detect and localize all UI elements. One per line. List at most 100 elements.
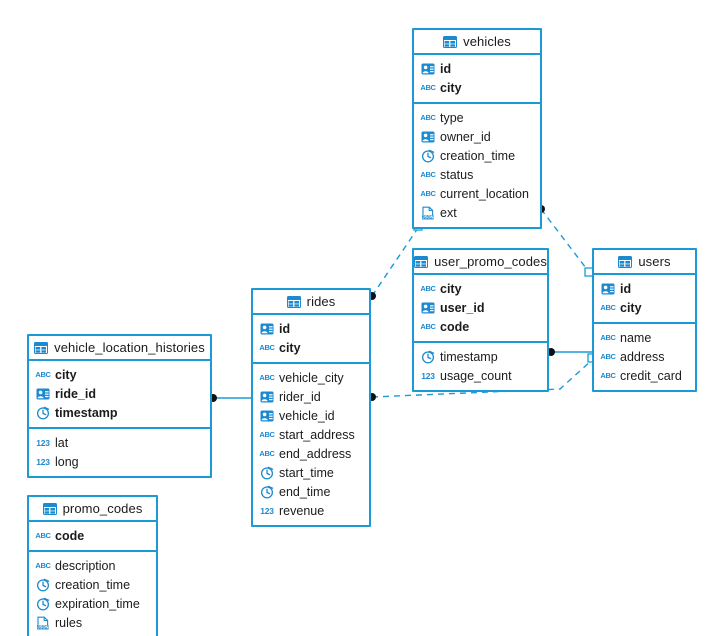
column-name: expiration_time (55, 596, 140, 611)
column-name: id (440, 61, 452, 76)
table-header-user_promo_codes[interactable]: user_promo_codes (414, 250, 547, 275)
table-title: promo_codes (62, 501, 143, 516)
table-grid-icon (34, 341, 49, 355)
column-name: code (440, 319, 470, 334)
id-badge-icon (260, 322, 274, 336)
abc-text-icon: ABC (259, 373, 275, 382)
column-row-user_promo_codes-user_id[interactable]: user_id (414, 298, 547, 317)
column-row-vehicle_location_histories-city[interactable]: ABC city (29, 365, 210, 384)
column-row-rides-vehicle_id[interactable]: vehicle_id (253, 406, 369, 425)
number-icon: 123 (36, 437, 50, 448)
table-header-rides[interactable]: rides (253, 290, 369, 315)
abc-text-icon: ABC (420, 170, 436, 179)
abc-text-icon: ABC (35, 370, 51, 379)
column-name: rider_id (279, 389, 321, 404)
column-name: ride_id (55, 386, 96, 401)
abc-text-icon: ABC (600, 371, 616, 380)
column-row-user_promo_codes-timestamp[interactable]: timestamp (414, 347, 547, 366)
column-row-rides-id[interactable]: id (253, 319, 369, 338)
column-row-promo_codes-rules[interactable]: JSON rules (29, 613, 156, 632)
column-row-rides-end_time[interactable]: end_time (253, 482, 369, 501)
column-row-promo_codes-expiration_time[interactable]: expiration_time (29, 594, 156, 613)
table-title: users (638, 254, 671, 269)
column-name: long (55, 454, 79, 469)
column-row-rides-start_time[interactable]: start_time (253, 463, 369, 482)
table-title: rides (306, 294, 336, 309)
column-name: start_time (279, 465, 334, 480)
table-header-users[interactable]: users (594, 250, 695, 275)
column-name: city (440, 80, 462, 95)
column-name: city (440, 281, 462, 296)
column-row-vehicles-creation_time[interactable]: creation_time (414, 146, 540, 165)
number-icon: 123 (260, 505, 274, 516)
table-header-vehicle_location_histories[interactable]: vehicle_location_histories (29, 336, 210, 361)
clock-icon (36, 406, 50, 420)
column-name: vehicle_id (279, 408, 335, 423)
svg-text:JSON: JSON (37, 624, 48, 629)
column-name: timestamp (440, 349, 498, 364)
column-row-vehicle_location_histories-timestamp[interactable]: timestamp (29, 403, 210, 422)
table-grid-icon (443, 35, 458, 49)
table-grid-icon (42, 502, 57, 516)
id-badge-icon (260, 390, 274, 404)
column-name: usage_count (440, 368, 512, 383)
column-name: end_address (279, 446, 352, 461)
table-title: vehicle_location_histories (54, 340, 205, 355)
column-name: id (620, 281, 632, 296)
column-name: address (620, 349, 665, 364)
column-row-vehicle_location_histories-ride_id[interactable]: ride_id (29, 384, 210, 403)
column-name: name (620, 330, 652, 345)
id-badge-icon (601, 282, 615, 296)
table-header-promo_codes[interactable]: promo_codes (29, 497, 156, 522)
column-row-rides-vehicle_city[interactable]: ABC vehicle_city (253, 368, 369, 387)
table-title: vehicles (463, 34, 511, 49)
column-name: code (55, 528, 85, 543)
column-name: creation_time (55, 577, 131, 592)
column-name: owner_id (440, 129, 491, 144)
clock-icon (260, 485, 274, 499)
column-row-rides-rider_id[interactable]: rider_id (253, 387, 369, 406)
column-row-vehicles-owner_id[interactable]: owner_id (414, 127, 540, 146)
table-header-vehicles[interactable]: vehicles (414, 30, 540, 55)
column-name: city (620, 300, 642, 315)
column-name: start_address (279, 427, 355, 442)
column-row-vehicles-id[interactable]: id (414, 59, 540, 78)
column-name: rules (55, 615, 83, 630)
column-row-promo_codes-creation_time[interactable]: creation_time (29, 575, 156, 594)
table-grid-icon (414, 255, 429, 269)
column-row-users-id[interactable]: id (594, 279, 695, 298)
id-badge-icon (421, 301, 435, 315)
column-name: city (55, 367, 77, 382)
column-name: vehicle_city (279, 370, 344, 385)
